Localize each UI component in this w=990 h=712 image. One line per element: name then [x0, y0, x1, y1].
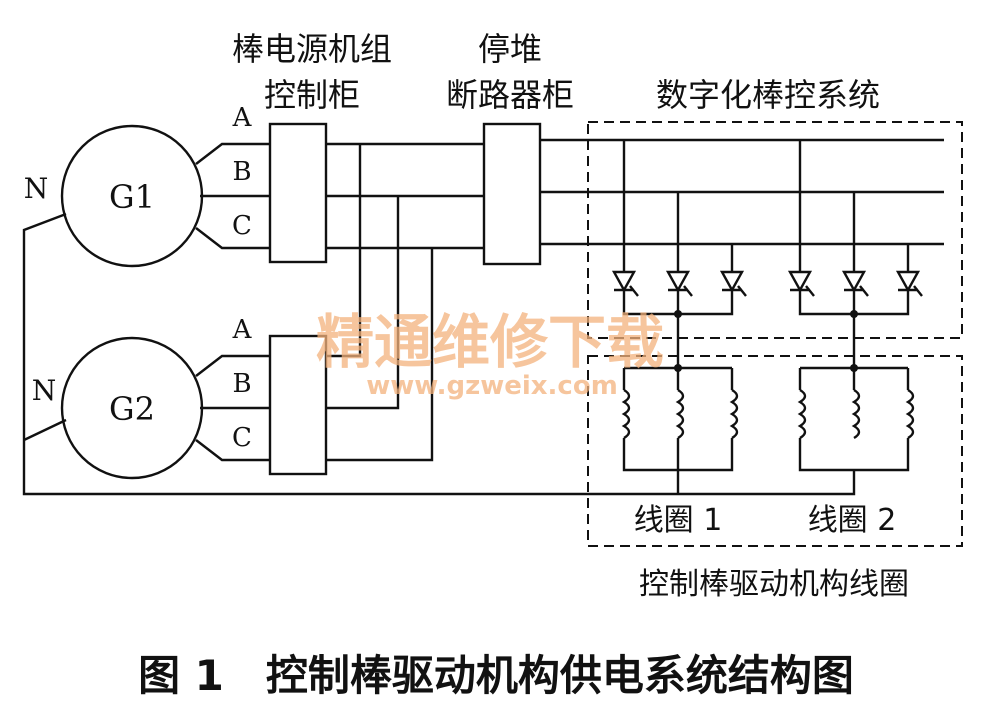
figure-caption: 图 1 控制棒驱动机构供电系统结构图 — [138, 651, 854, 700]
output-bus — [540, 138, 944, 246]
generator-g1-label: G1 — [109, 178, 155, 216]
coils-title: 控制棒驱动机构线圈 — [639, 567, 909, 602]
power-unit-cabinet-2 — [268, 334, 328, 476]
phase-a-label-g1: A — [232, 103, 253, 133]
phase-a-label-g2: A — [232, 315, 253, 345]
cabinet1-label-line1: 棒电源机组 — [232, 30, 392, 68]
cabinet2-label-line1: 停堆 — [478, 30, 542, 68]
coil-1-label: 线圈 1 — [634, 503, 723, 538]
thyristor-group-2 — [787, 140, 923, 368]
digital-rod-control-system-box — [587, 121, 963, 339]
system-label: 数字化棒控系统 — [656, 76, 880, 114]
power-unit-cabinet-1 — [268, 122, 328, 264]
watermark-text: 精通维修下载 — [316, 308, 664, 376]
neutral-label-g1: N — [24, 172, 49, 205]
coil-box — [587, 355, 963, 547]
phase-b-label-g1: B — [232, 157, 251, 187]
bus-cab1-to-breaker — [326, 142, 484, 250]
coil-group-1 — [621, 364, 739, 494]
generator-g2-label: G2 — [109, 390, 155, 428]
bus-cab2-ties — [326, 144, 434, 462]
cabinet2-label-line2: 断路器柜 — [446, 76, 574, 114]
phase-c-label-g2: C — [232, 423, 252, 453]
cabinet1-label-line2: 控制柜 — [264, 76, 360, 114]
trip-breaker-cabinet — [482, 122, 542, 266]
phase-c-label-g1: C — [232, 211, 252, 241]
g1-phase-leads — [195, 142, 270, 250]
neutral-wire — [22, 212, 856, 496]
neutral-label-g2: N — [32, 374, 57, 407]
phase-b-label-g2: B — [232, 369, 251, 399]
coil-group-2 — [797, 364, 915, 472]
thyristor-group-1 — [611, 140, 747, 368]
watermark-url: www.gzweix.com — [366, 371, 618, 401]
g2-phase-leads — [195, 354, 270, 462]
coil-2-label: 线圈 2 — [808, 503, 897, 538]
